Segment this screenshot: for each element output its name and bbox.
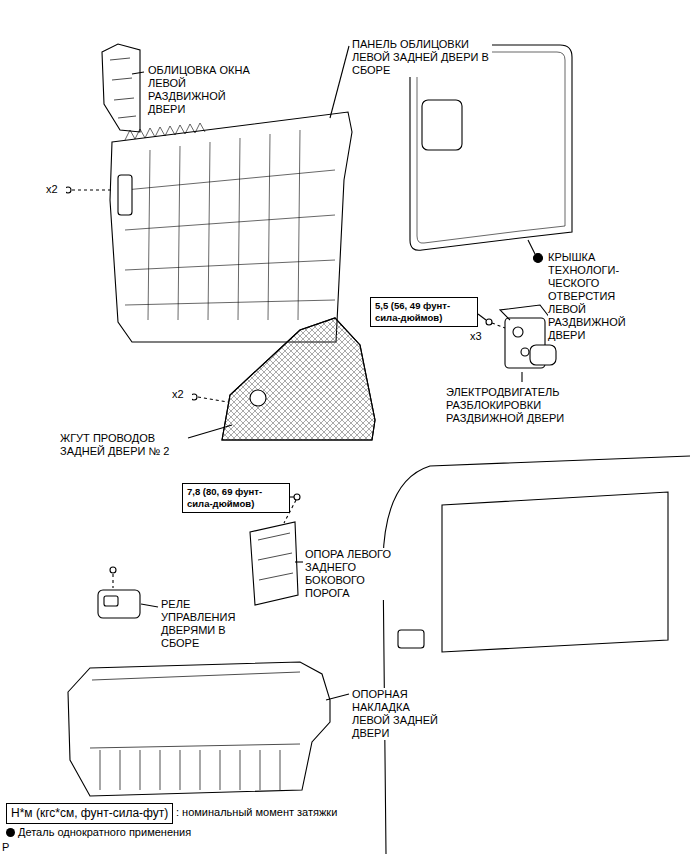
spec-box: 5,5 (56, 49 фунт- сила-дюймов) — [370, 297, 478, 327]
part-label: : номинальный момент затяжки — [176, 806, 356, 819]
spec-text: 7,8 (80, 69 фунт- сила-дюймов) — [187, 486, 285, 510]
spec-box: 7,8 (80, 69 фунт- сила-дюймов) — [182, 483, 290, 513]
quantity-label: x2 — [46, 183, 66, 196]
quantity-label: x2 — [172, 388, 192, 401]
part-label: ЭЛЕКТРОДВИГАТЕЛЬ РАЗБЛОКИРОВКИ РАЗДВИЖНО… — [446, 386, 596, 425]
part-label: ОБЛИЦОВКА ОКНА ЛЕВОЙ РАЗДВИЖНОЙ ДВЕРИ — [148, 64, 260, 116]
part-label: КРЫШКА ТЕХНОЛОГИ- ЧЕСКОГО ОТВЕРСТИЯ ЛЕВО… — [548, 251, 632, 342]
quantity-label: P — [2, 841, 16, 854]
spec-text: Н*м (кгс*см, фунт-сила-фут) — [11, 806, 168, 821]
part-label: ЖГУТ ПРОВОДОВ ЗАДНЕЙ ДВЕРИ № 2 — [60, 432, 186, 458]
spec-text: 5,5 (56, 49 фунт- сила-дюймов) — [375, 300, 473, 324]
part-label: ОПОРНАЯ НАКЛАДКА ЛЕВОЙ ЗАДНЕЙ ДВЕРИ — [352, 688, 440, 740]
part-label: ОПОРА ЛЕВОГО ЗАДНЕГО БОКОВОГО ПОРОГА — [305, 548, 397, 600]
part-label: ПАНЕЛЬ ОБЛИЦОВКИ ЛЕВОЙ ЗАДНЕЙ ДВЕРИ В СБ… — [352, 38, 492, 77]
legend-row: Деталь однократного применения — [6, 826, 191, 839]
legend-symbol — [6, 828, 15, 837]
spec-box: Н*м (кгс*см, фунт-сила-фут) — [6, 803, 173, 824]
part-label: РЕЛЕ УПРАВЛЕНИЯ ДВЕРЯМИ В СБОРЕ — [161, 598, 243, 650]
quantity-label: x3 — [470, 330, 490, 343]
legend-text: Деталь однократного применения — [18, 826, 191, 839]
